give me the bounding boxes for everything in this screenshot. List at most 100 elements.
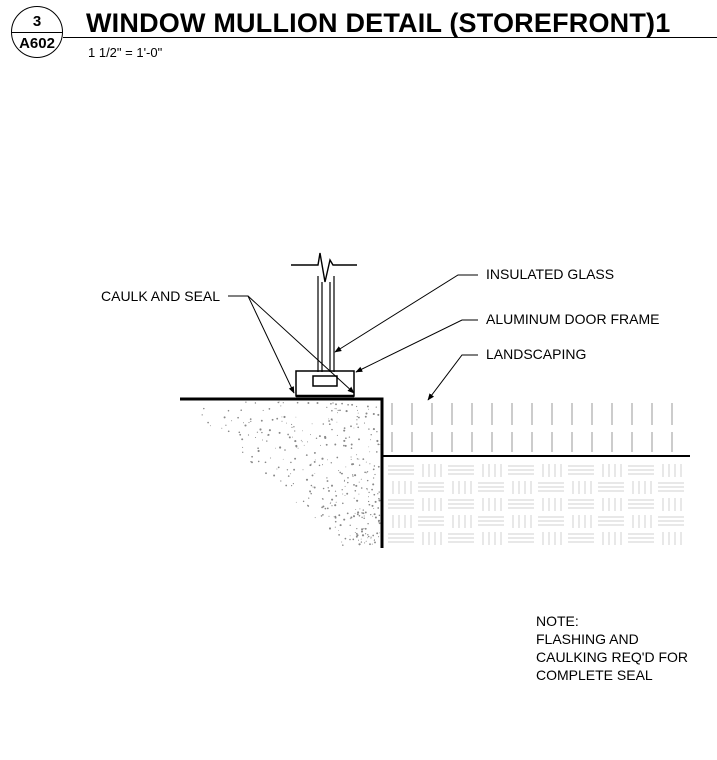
stipple-dot	[243, 422, 244, 424]
stipple-dot	[302, 469, 304, 471]
stipple-dot	[310, 492, 312, 495]
stipple-dot	[264, 461, 267, 464]
stipple-dot	[223, 416, 226, 419]
stipple-dot	[343, 518, 346, 521]
stipple-dot	[356, 409, 359, 411]
stipple-dot	[377, 465, 380, 468]
landscaping-grass-hatch	[391, 403, 673, 452]
label-aluminum-door-frame: ALUMINUM DOOR FRAME	[486, 311, 660, 327]
stipple-dot	[326, 406, 328, 408]
stipple-dot	[368, 503, 371, 506]
stipple-dot	[322, 513, 324, 516]
stipple-dot	[280, 480, 282, 482]
stipple-dot	[275, 447, 276, 449]
stipple-dot	[257, 447, 259, 450]
stipple-dot	[284, 449, 286, 451]
stipple-dot	[378, 499, 381, 502]
stipple-dot	[240, 409, 242, 411]
stipple-dot	[331, 428, 333, 431]
stipple-dot	[307, 504, 309, 507]
stipple-dot	[363, 517, 365, 519]
stipple-dot	[290, 461, 292, 464]
stipple-dot	[379, 443, 381, 445]
stipple-dot	[302, 430, 303, 432]
aluminum-door-frame	[295, 370, 355, 398]
stipple-dot	[221, 427, 223, 429]
stipple-dot	[338, 534, 340, 536]
stipple-dot	[368, 491, 370, 494]
stipple-dot	[313, 451, 316, 454]
detail-callout-bubble: 3 A602	[11, 6, 63, 58]
stipple-dot	[374, 538, 376, 540]
stipple-dot	[282, 458, 284, 460]
stipple-dot	[294, 440, 297, 443]
stipple-dot	[357, 539, 360, 541]
stipple-dot	[276, 468, 278, 470]
stipple-dot	[360, 478, 362, 480]
stipple-dot	[371, 488, 373, 491]
stipple-dot	[377, 413, 380, 416]
stipple-dot	[209, 425, 211, 427]
stipple-dot	[373, 465, 376, 467]
stipple-dot	[353, 497, 355, 499]
stipple-dot	[351, 474, 354, 476]
stipple-dot	[300, 439, 302, 441]
stipple-dot	[358, 514, 361, 517]
stipple-dot	[357, 416, 360, 419]
stipple-dot	[356, 415, 358, 418]
stipple-dot	[365, 540, 367, 542]
stipple-dot	[355, 532, 358, 535]
stipple-dot	[271, 418, 274, 421]
stipple-dot	[366, 479, 369, 482]
stipple-dot	[268, 408, 271, 410]
stipple-dot	[328, 515, 330, 517]
stipple-dot	[374, 473, 376, 476]
stipple-dot	[353, 427, 355, 429]
note-heading: NOTE:	[536, 613, 579, 629]
stipple-dot	[281, 420, 283, 422]
stipple-dot	[350, 458, 352, 460]
stipple-dot	[254, 402, 257, 404]
stipple-dot	[356, 513, 359, 516]
stipple-dot	[242, 451, 244, 453]
stipple-dot	[358, 481, 360, 483]
stipple-dot	[334, 515, 337, 518]
stipple-dot	[363, 528, 365, 530]
stipple-dot	[248, 422, 250, 424]
general-note: NOTE: FLASHING AND CAULKING REQ'D FOR CO…	[536, 612, 688, 684]
stipple-dot	[325, 443, 328, 446]
stipple-dot	[337, 409, 339, 412]
stipple-dot	[257, 449, 260, 453]
stipple-dot	[334, 504, 337, 507]
stipple-dot	[276, 417, 279, 420]
stipple-dot	[309, 464, 312, 467]
stipple-dot	[356, 423, 358, 425]
stipple-dot	[344, 537, 347, 540]
stipple-dot	[350, 516, 353, 519]
stipple-dot	[366, 489, 368, 491]
stipple-dot	[335, 494, 338, 497]
stipple-dot	[372, 515, 374, 517]
stipple-dot	[359, 543, 361, 545]
stipple-dot	[331, 409, 333, 412]
stipple-dot	[349, 518, 351, 520]
stipple-dot	[349, 524, 351, 526]
stipple-dot	[354, 512, 356, 514]
stipple-dot	[279, 446, 282, 449]
stipple-dot	[335, 501, 337, 503]
stipple-dot	[329, 502, 331, 505]
stipple-dot	[328, 418, 330, 420]
stipple-dot	[335, 403, 337, 406]
stipple-dot	[307, 441, 308, 443]
stipple-dot	[288, 436, 291, 439]
detail-number: 3	[32, 13, 42, 30]
stipple-dot	[260, 419, 263, 422]
stipple-dot	[334, 516, 337, 519]
stipple-dot	[356, 405, 358, 408]
concrete-stipple	[201, 401, 381, 546]
stipple-dot	[355, 535, 358, 538]
stipple-dot	[330, 462, 333, 464]
stipple-dot	[344, 494, 346, 496]
stipple-dot	[305, 478, 309, 481]
stipple-dot	[293, 468, 296, 471]
